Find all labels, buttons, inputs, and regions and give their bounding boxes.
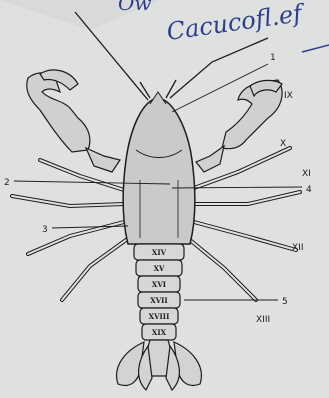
label-xii: XII [292, 243, 303, 253]
segment-label: XIX [152, 328, 167, 337]
label-5: 5 [282, 297, 288, 307]
segment-label: XVIII [149, 312, 170, 321]
handwriting-top-left: Ow [118, 0, 152, 15]
label-ix: IX [284, 91, 293, 101]
segment-label: XVII [150, 296, 167, 305]
label-xiii: XIII [256, 315, 270, 325]
label-x: X [280, 139, 286, 149]
label-4: 4 [306, 185, 312, 195]
label-xi: XI [302, 169, 311, 179]
segment-label: XIV [152, 248, 167, 257]
label-3: 3 [42, 225, 48, 235]
segment-label: XVI [152, 280, 166, 289]
label-2: 2 [4, 178, 10, 188]
label-1: 1 [270, 53, 276, 63]
segment-label: XV [154, 264, 165, 273]
